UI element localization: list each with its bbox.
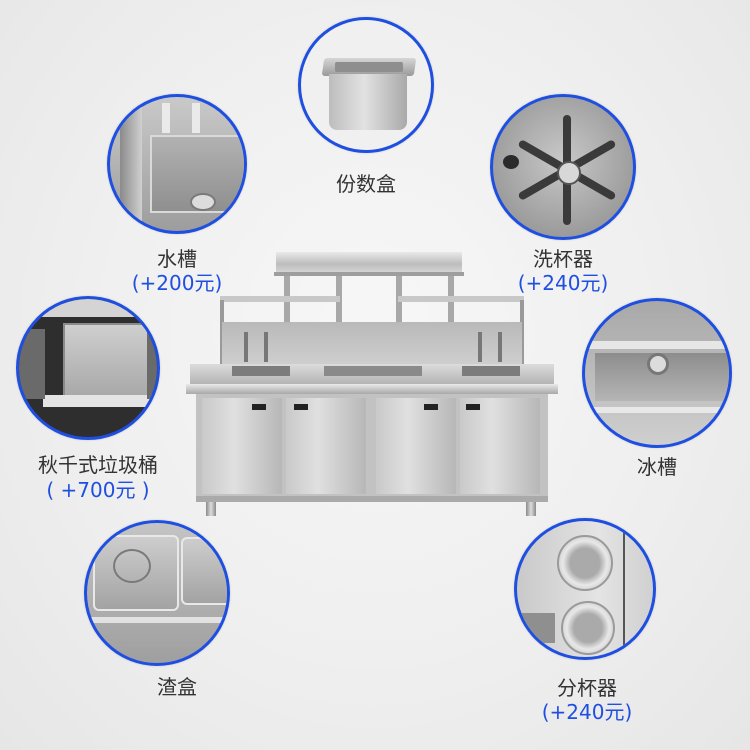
waste-box-image [84,520,230,666]
cabinet-door-3 [376,398,456,494]
cup-dispenser-price: (+240元) [541,700,633,724]
portion-box-image [298,17,434,153]
swing-trash-bin-image [16,296,160,440]
sink-price: (+200元) [131,271,223,295]
sink-image [107,94,247,234]
cup-dispenser-label: 分杯器 [557,676,617,700]
product-image [186,252,558,516]
portion-box-label: 份数盒 [336,172,396,196]
cup-washer-image [490,94,636,240]
cup-washer-price: (+240元) [517,271,609,295]
top-shelf [276,252,462,272]
cup-washer-label: 洗杯器 [533,247,593,271]
ice-sink-image [582,298,732,448]
swing-trash-bin-price: ( +700元 ) [46,478,150,502]
waste-box-label: 渣盒 [157,675,197,699]
cabinet-door-4 [460,398,540,494]
ice-sink-label: 冰槽 [637,455,677,479]
sink-label: 水槽 [157,247,197,271]
cabinet-door-1 [202,398,282,494]
swing-trash-bin-label: 秋千式垃圾桶 [38,453,158,477]
cup-dispenser-image [514,518,656,660]
cabinet-door-2 [286,398,366,494]
